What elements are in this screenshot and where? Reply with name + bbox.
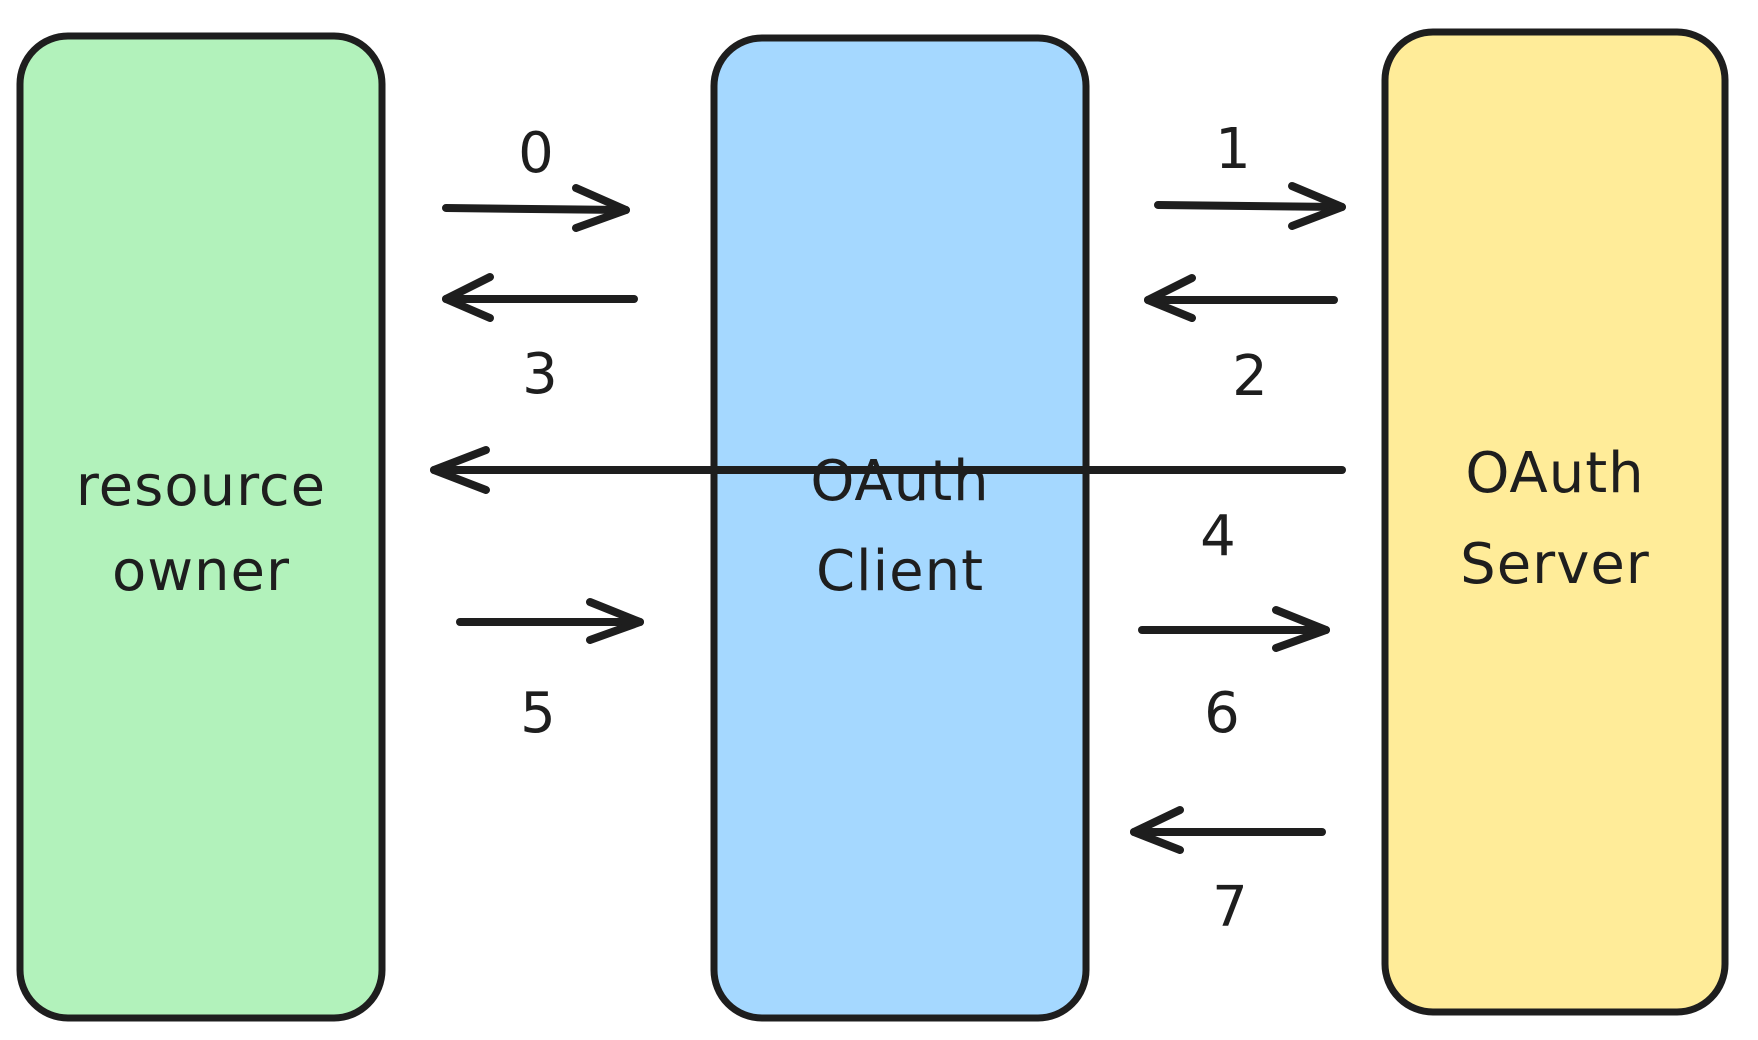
step-5-label: 5 <box>520 681 556 746</box>
step-6-label: 6 <box>1204 681 1240 746</box>
oauth-server-box <box>1381 28 1729 1016</box>
oauth-server-label-line2: Server <box>1460 532 1650 597</box>
step-3-arrow <box>442 273 638 322</box>
oauth-client-box <box>710 34 1090 1022</box>
step-1-arrow <box>1154 182 1346 230</box>
oauth-client-label-line1: OAuth <box>810 449 989 514</box>
oauth-client-label-line2: Client <box>816 539 984 604</box>
node-oauth-client: OAuth Client <box>710 34 1090 1022</box>
step-2-arrow <box>1144 274 1338 322</box>
oauth-server-label-line1: OAuth <box>1465 441 1644 506</box>
step-0-label: 0 <box>518 121 554 186</box>
step-6-arrow <box>1138 606 1330 652</box>
resource-owner-label-line2: owner <box>112 539 290 604</box>
step-0-arrow <box>442 184 630 232</box>
node-oauth-server: OAuth Server <box>1381 28 1729 1016</box>
step-1-label: 1 <box>1215 117 1251 182</box>
step-5-arrow <box>456 598 644 644</box>
step-4-arrow <box>430 446 1346 494</box>
resource-owner-box <box>16 32 386 1022</box>
step-3-label: 3 <box>522 342 558 407</box>
step-7-label: 7 <box>1212 875 1248 940</box>
node-resource-owner: resource owner <box>16 32 386 1022</box>
resource-owner-label-line1: resource <box>76 454 326 519</box>
step-2-label: 2 <box>1232 344 1268 409</box>
step-4-label: 4 <box>1200 504 1236 569</box>
step-7-arrow <box>1130 806 1326 854</box>
